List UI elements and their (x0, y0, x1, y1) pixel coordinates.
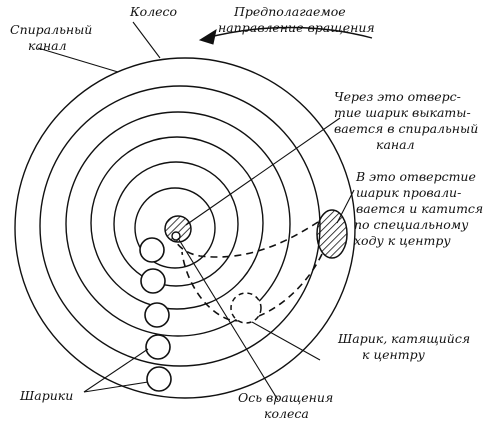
balls (139, 237, 172, 392)
ball (140, 268, 166, 294)
label-entry-hole: В это отверстие шарик провали- вается и … (354, 169, 487, 248)
label-exit-hole: Через это отверс- тие шарик выкаты- вает… (334, 89, 482, 152)
rolling-ball (230, 292, 262, 324)
label-balls: Шарики (19, 388, 73, 403)
label-axis: Ось вращения колеса (238, 390, 337, 421)
rotation-arrow (198, 26, 373, 45)
ball (139, 237, 165, 263)
label-rolling-ball: Шарик, катящийся к центру (337, 331, 474, 362)
ball (145, 334, 171, 360)
label-wheel: Колесо (129, 4, 177, 19)
leader-lines (37, 21, 355, 401)
label-channel: Спиральный канал (10, 22, 96, 53)
ball (146, 366, 172, 392)
wheel-rim (14, 57, 356, 399)
return-passage (175, 221, 323, 322)
label-rotation: Предполагаемое направление вращения (218, 4, 375, 35)
entry-hole (316, 209, 348, 259)
ball (144, 302, 170, 328)
